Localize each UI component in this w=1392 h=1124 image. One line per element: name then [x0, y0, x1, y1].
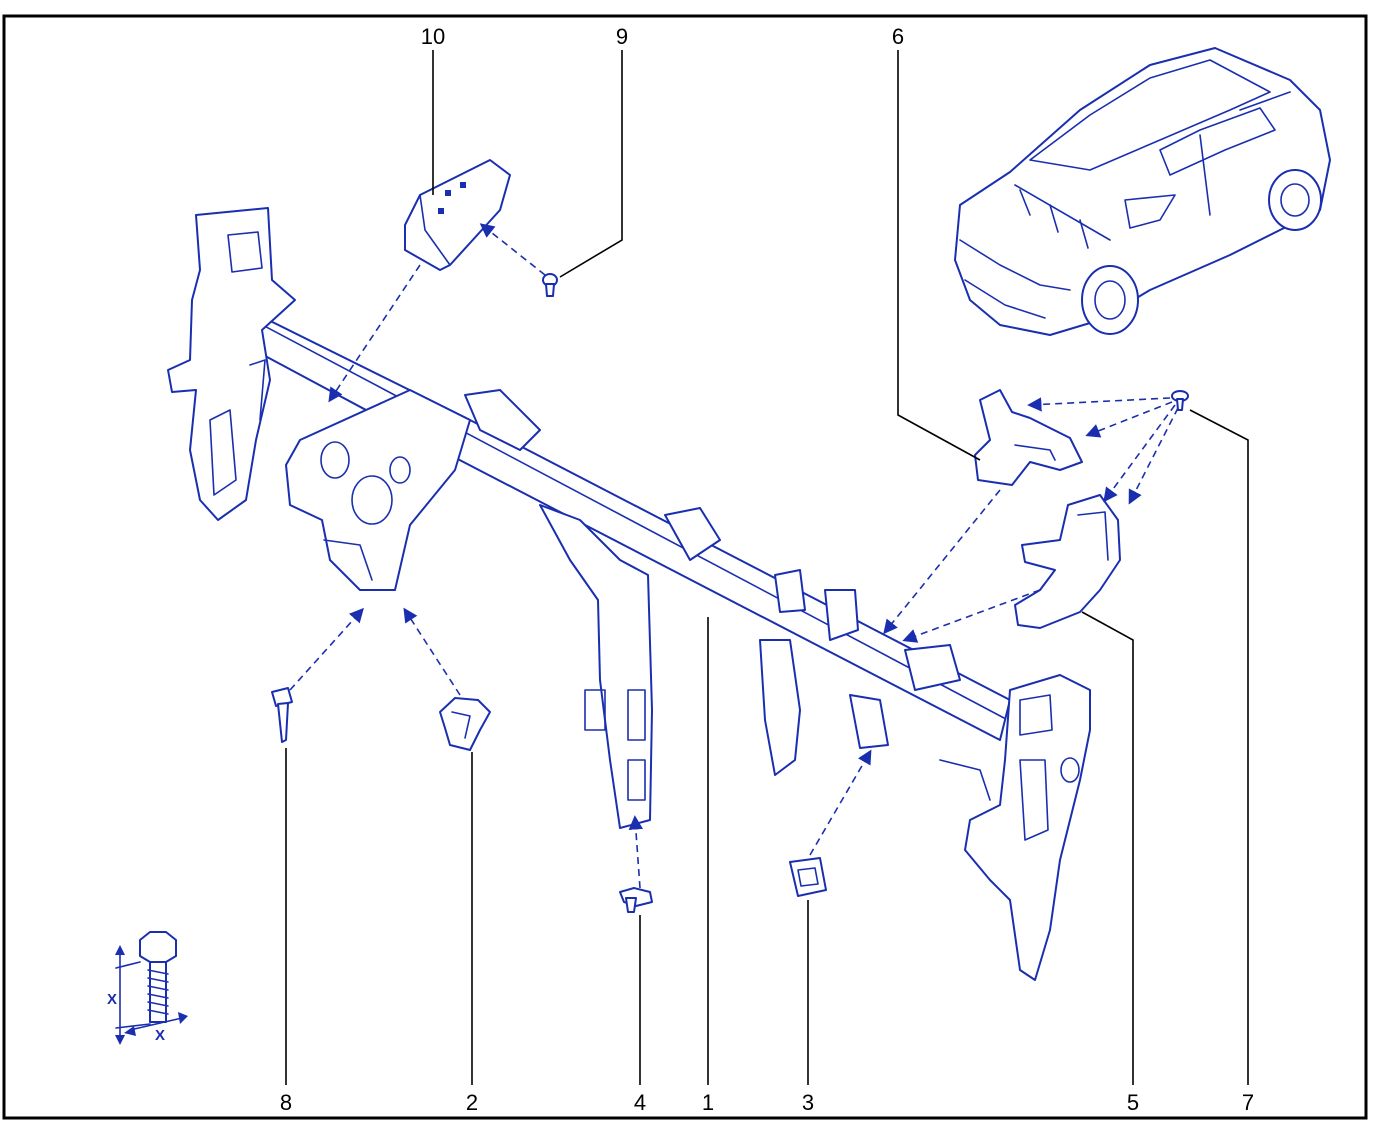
part-6-bracket — [974, 389, 1083, 486]
part-7-screw — [1171, 390, 1189, 411]
part-10-bracket — [404, 159, 511, 271]
diagram-frame — [2, 14, 1368, 1120]
callout-2: 2 — [466, 1090, 478, 1115]
part-9-bolt — [542, 273, 558, 297]
part-4-bolt — [619, 887, 653, 913]
callout-10: 10 — [421, 24, 445, 49]
vehicle-location-thumbnail — [954, 47, 1331, 336]
callout-leaders — [285, 50, 1249, 1085]
callout-9: 9 — [616, 24, 628, 49]
part-2-clip — [439, 697, 491, 751]
assembly-arrows — [289, 223, 1179, 889]
callout-7: 7 — [1242, 1090, 1254, 1115]
callout-labels: 10 9 6 8 2 4 1 3 5 7 — [280, 24, 1254, 1115]
callout-8: 8 — [280, 1090, 292, 1115]
callout-1: 1 — [702, 1090, 714, 1115]
part-3-clip — [789, 857, 827, 897]
callout-6: 6 — [892, 24, 904, 49]
callout-3: 3 — [802, 1090, 814, 1115]
cross-beam — [167, 207, 1091, 981]
callout-5: 5 — [1127, 1090, 1139, 1115]
part-8-bolt — [271, 687, 293, 743]
inset-dimension-label-vertical: X — [107, 991, 117, 1008]
callout-4: 4 — [634, 1090, 646, 1115]
inset-dimension-label-horizontal: X — [155, 1027, 165, 1044]
part-5-bracket — [1014, 494, 1121, 629]
bolt-measurement-inset: X X — [107, 931, 188, 1045]
